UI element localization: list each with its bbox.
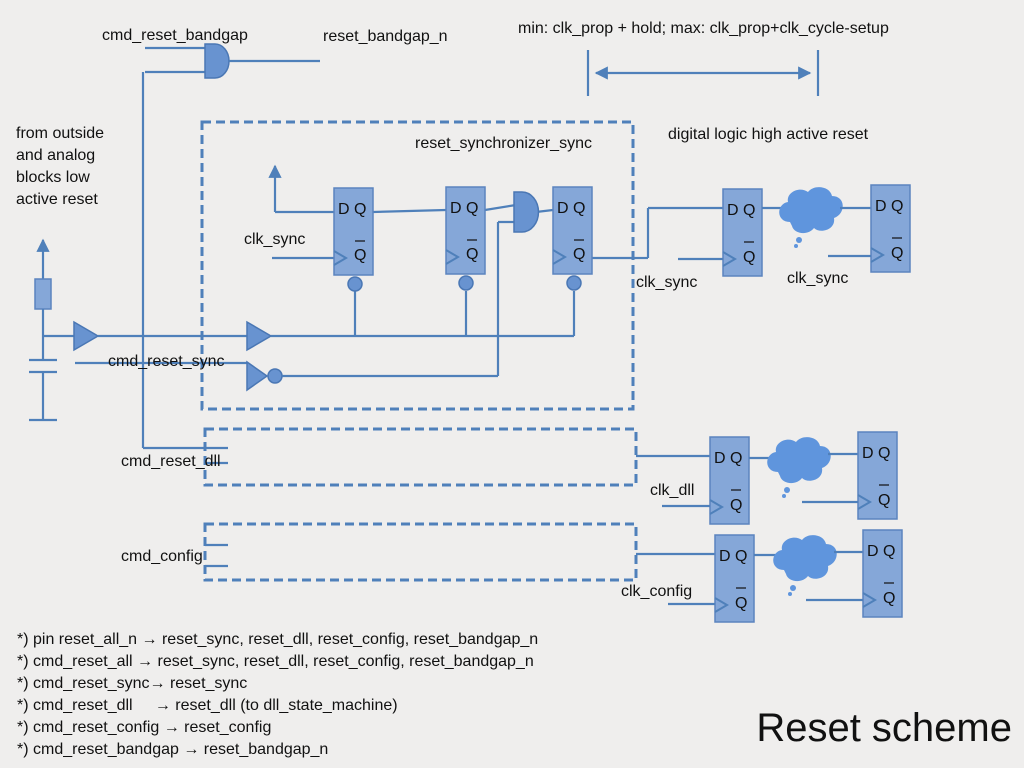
sync-logic-flipflop-a: D Q Q (722, 188, 763, 277)
svg-text:Q: Q (735, 548, 747, 565)
svg-text:D: D (338, 201, 350, 218)
svg-text:Q: Q (730, 497, 742, 514)
svg-text:Q: Q (883, 590, 895, 607)
sync-logic-cloud (779, 187, 843, 248)
svg-text:Q: Q (573, 200, 585, 217)
from-outside-line3: blocks low (16, 169, 90, 186)
svg-text:Q: Q (878, 492, 890, 509)
svg-text:D: D (714, 450, 726, 467)
from-outside-line1: from outside (16, 125, 104, 142)
dll-logic-cloud (767, 437, 831, 498)
reset-config-box (203, 522, 638, 582)
sync-and-gate (513, 191, 540, 233)
note-item: *) cmd_reset_bandgap → reset_bandgap_n (17, 741, 329, 758)
sync-flipflop-2: D Q Q (445, 186, 486, 291)
svg-text:Q: Q (573, 246, 585, 263)
clk-sync-label-3: clk_sync (787, 270, 848, 287)
config-flipflop-b: D Q Q (862, 529, 903, 618)
sync-flipflop-1: D Q Q (333, 187, 374, 292)
from-outside-line4: active reset (16, 191, 98, 208)
from-outside-line2: and analog (16, 147, 95, 164)
timing-label: min: clk_prop + hold; max: clk_prop+clk_… (518, 20, 889, 37)
svg-text:Q: Q (743, 202, 755, 219)
clk-dll-label: clk_dll (650, 482, 694, 499)
svg-text:D: D (867, 543, 879, 560)
note-item: *) cmd_reset_dll → reset_dll (to dll_sta… (17, 697, 398, 714)
clk-sync-label-2: clk_sync (636, 274, 697, 291)
clk-config-label: clk_config (621, 583, 692, 600)
sync-chain-wires (268, 164, 723, 336)
svg-text:Q: Q (883, 543, 895, 560)
svg-text:D: D (557, 200, 569, 217)
cmd-reset-sync-label: cmd_reset_sync (108, 353, 225, 370)
svg-text:Q: Q (466, 246, 478, 263)
svg-text:D: D (450, 200, 462, 217)
svg-text:D: D (719, 548, 731, 565)
svg-text:Q: Q (730, 450, 742, 467)
timing-arrow (586, 50, 820, 96)
dll-flipflop-b: D Q Q (857, 431, 898, 520)
note-item: *) pin reset_all_n → reset_sync, reset_d… (17, 631, 539, 648)
reset-dll-box (203, 427, 638, 487)
svg-text:Q: Q (735, 595, 747, 612)
svg-text:Q: Q (891, 198, 903, 215)
note-item: *) cmd_reset_all → reset_sync, reset_dll… (17, 653, 534, 670)
config-logic-cloud (773, 535, 837, 596)
sync-logic-flipflop-b: D Q Q (870, 184, 911, 273)
bandgap-and-gate (145, 43, 320, 79)
reset-notes-list: *) pin reset_all_n → reset_sync, reset_d… (17, 629, 538, 761)
command-bus (141, 72, 228, 450)
svg-text:Q: Q (354, 247, 366, 264)
svg-text:Q: Q (891, 245, 903, 262)
dll-flipflop-a: D Q Q (709, 436, 750, 525)
svg-text:Q: Q (354, 201, 366, 218)
sync-flipflop-3: D Q Q (552, 186, 593, 291)
clk-sync-label-1: clk_sync (244, 231, 305, 248)
digital-logic-label: digital logic high active reset (668, 126, 869, 143)
svg-text:D: D (727, 202, 739, 219)
note-item: *) cmd_reset_config → reset_config (17, 719, 272, 736)
svg-text:Q: Q (743, 249, 755, 266)
cmd-config-label: cmd_config (121, 548, 203, 565)
reset-synchronizer-box (200, 120, 635, 411)
svg-text:Q: Q (466, 200, 478, 217)
svg-text:D: D (875, 198, 887, 215)
config-flipflop-a: D Q Q (714, 534, 755, 623)
sync-buffers (75, 220, 574, 392)
cmd-reset-bandgap-label: cmd_reset_bandgap (102, 27, 248, 44)
svg-text:Q: Q (878, 445, 890, 462)
reset-bandgap-n-label: reset_bandgap_n (323, 28, 448, 45)
reset-synchronizer-sync-label: reset_synchronizer_sync (415, 135, 592, 152)
external-reset-input (29, 238, 250, 422)
svg-text:D: D (862, 445, 874, 462)
note-item: *) cmd_reset_sync→ reset_sync (17, 675, 248, 692)
cmd-reset-dll-label: cmd_reset_dll (121, 453, 221, 470)
slide-title: Reset scheme (756, 706, 1012, 750)
